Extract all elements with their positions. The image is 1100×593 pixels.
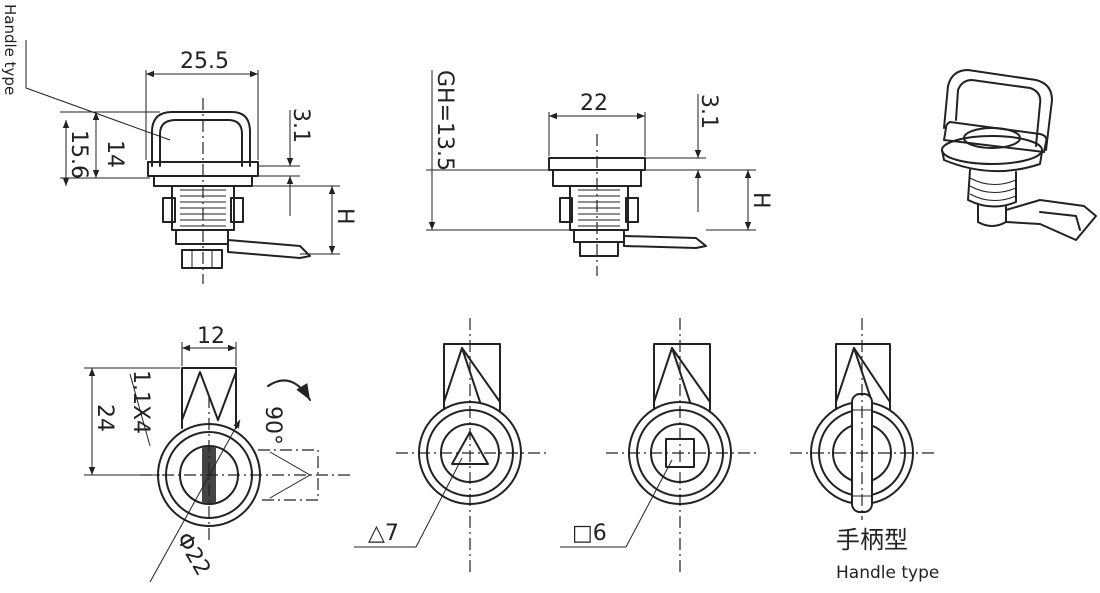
lock-3d-illustration xyxy=(941,69,1097,241)
triangle-key-label: △7 xyxy=(368,521,399,546)
front-dim-15-6: 15.6 xyxy=(66,130,91,179)
square-key-label: □6 xyxy=(572,521,607,546)
side-handle-type-label: Handle type xyxy=(1,4,19,95)
front-dim-14: 14 xyxy=(102,140,127,168)
side-label-leader-2 xyxy=(25,87,171,141)
front-view xyxy=(147,98,311,284)
front-dim-3-1: 3.1 xyxy=(288,108,313,143)
bottom-view-square: □6 xyxy=(560,318,756,572)
front-view-dimensions: 25.5 14 15.6 3.1 H xyxy=(60,49,357,255)
middle-width-dim: 22 xyxy=(580,91,608,116)
middle-view xyxy=(548,134,707,276)
bottom-view-triangle: △7 xyxy=(354,318,546,572)
bottom-view-handle xyxy=(790,318,936,520)
middle-view-dimensions: 22 GH=13.5 3.1 H xyxy=(426,70,773,231)
bottom-dim-24: 24 xyxy=(92,404,117,432)
middle-dim-h: H xyxy=(748,192,773,209)
front-dim-h: H xyxy=(332,208,357,225)
handle-type-cn-label: 手柄型 xyxy=(836,526,908,554)
bottom-angle-90: 90° xyxy=(260,406,285,445)
handle-type-en-label: Handle type xyxy=(836,563,939,583)
front-width-dim: 25.5 xyxy=(180,49,229,74)
middle-dim-3-1: 3.1 xyxy=(696,94,721,129)
bottom-dim-1-1x4: 1.1X4 xyxy=(128,370,153,434)
bottom-view-1 xyxy=(140,367,354,540)
middle-gh-dim: GH=13.5 xyxy=(432,70,457,171)
bottom-width-dim: 12 xyxy=(197,324,225,349)
